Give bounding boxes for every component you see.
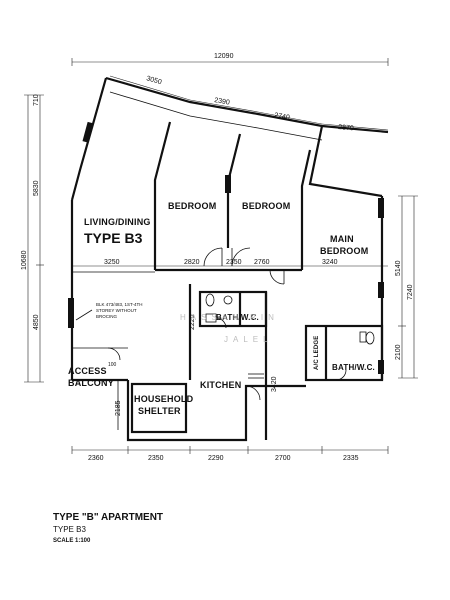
watermark: HASSAN RIN JALEL xyxy=(180,313,279,344)
watermark-line-1: HASSAN RIN xyxy=(180,313,279,322)
label-main-bedroom-1: MAIN xyxy=(330,234,354,244)
dim-bottom-2: 2350 xyxy=(148,455,164,462)
label-household-shelter-1: HOUSEHOLD xyxy=(134,394,194,404)
label-bath-wc-1: BATH/W.C. xyxy=(216,313,259,322)
dim-right-overall: 7240 xyxy=(407,284,414,300)
dimension-lines xyxy=(24,58,418,454)
dimension-labels: 12090 3050 2390 2740 2870 710 5830 10680… xyxy=(21,53,414,462)
dim-top-3: 2740 xyxy=(274,112,291,122)
dim-top-2: 2390 xyxy=(214,97,231,107)
note-line-3: BROCING xyxy=(96,314,118,319)
dim-mid-5: 3240 xyxy=(322,259,338,266)
dim-mid-3: 2350 xyxy=(226,259,242,266)
label-bedroom-1: BEDROOM xyxy=(168,201,216,211)
label-access-balcony-2: BALCONY xyxy=(68,378,114,388)
room-labels: LIVING/DINING TYPE B3 BEDROOM BEDROOM MA… xyxy=(68,201,375,416)
title-main: TYPE "B" APARTMENT xyxy=(53,512,163,523)
dim-inner-2220: 2220 xyxy=(189,314,196,330)
dim-inner-2185: 2185 xyxy=(115,400,122,416)
label-household-shelter-2: SHELTER xyxy=(138,406,181,416)
title-scale: SCALE 1:100 xyxy=(53,538,91,544)
dim-mid-4: 2760 xyxy=(254,259,270,266)
fixtures xyxy=(205,293,375,379)
dim-mid-1: 3250 xyxy=(104,259,120,266)
label-living-dining: LIVING/DINING xyxy=(84,217,151,227)
dim-left-overall: 10680 xyxy=(21,250,28,270)
dim-left-upper: 5830 xyxy=(33,180,40,196)
note-line-2: STOREY WITHOUT xyxy=(96,308,137,313)
dim-inner-3420: 3420 xyxy=(271,376,278,392)
label-bedroom-2: BEDROOM xyxy=(242,201,290,211)
dim-bottom-1: 2360 xyxy=(88,455,104,462)
door-swings xyxy=(107,247,347,401)
dim-mid-2: 2820 xyxy=(184,259,200,266)
dim-left-top-small: 710 xyxy=(33,94,40,106)
dim-bottom-3: 2290 xyxy=(208,455,224,462)
label-main-bedroom-2: BEDROOM xyxy=(320,246,368,256)
dim-bottom-4: 2700 xyxy=(275,455,291,462)
dim-right-lower: 2100 xyxy=(395,344,402,360)
label-bath-wc-2: BATH/W.C. xyxy=(332,363,375,372)
title-block: TYPE "B" APARTMENT TYPE B3 SCALE 1:100 xyxy=(53,512,163,544)
dim-bottom-5: 2335 xyxy=(343,455,359,462)
label-type-b3: TYPE B3 xyxy=(84,230,143,246)
label-ac-ledge: A/C LEDGE xyxy=(314,336,320,370)
dim-left-lower: 4850 xyxy=(33,314,40,330)
windows xyxy=(68,121,384,374)
label-kitchen: KITCHEN xyxy=(200,380,241,390)
note-line-1: BLK 473/483, 1ST-4TH xyxy=(96,302,143,307)
dim-top-4: 2870 xyxy=(338,124,354,132)
dim-door-100: 100 xyxy=(108,362,117,368)
title-sub: TYPE B3 xyxy=(53,525,86,534)
dim-top-overall: 12090 xyxy=(214,53,234,60)
dim-top-1: 3050 xyxy=(145,75,162,86)
structural-note: BLK 473/483, 1ST-4TH STOREY WITHOUT BROC… xyxy=(75,302,143,321)
dim-right-upper: 5140 xyxy=(395,260,402,276)
watermark-line-2: JALEL xyxy=(224,335,273,344)
label-access-balcony-1: ACCESS xyxy=(68,366,107,376)
